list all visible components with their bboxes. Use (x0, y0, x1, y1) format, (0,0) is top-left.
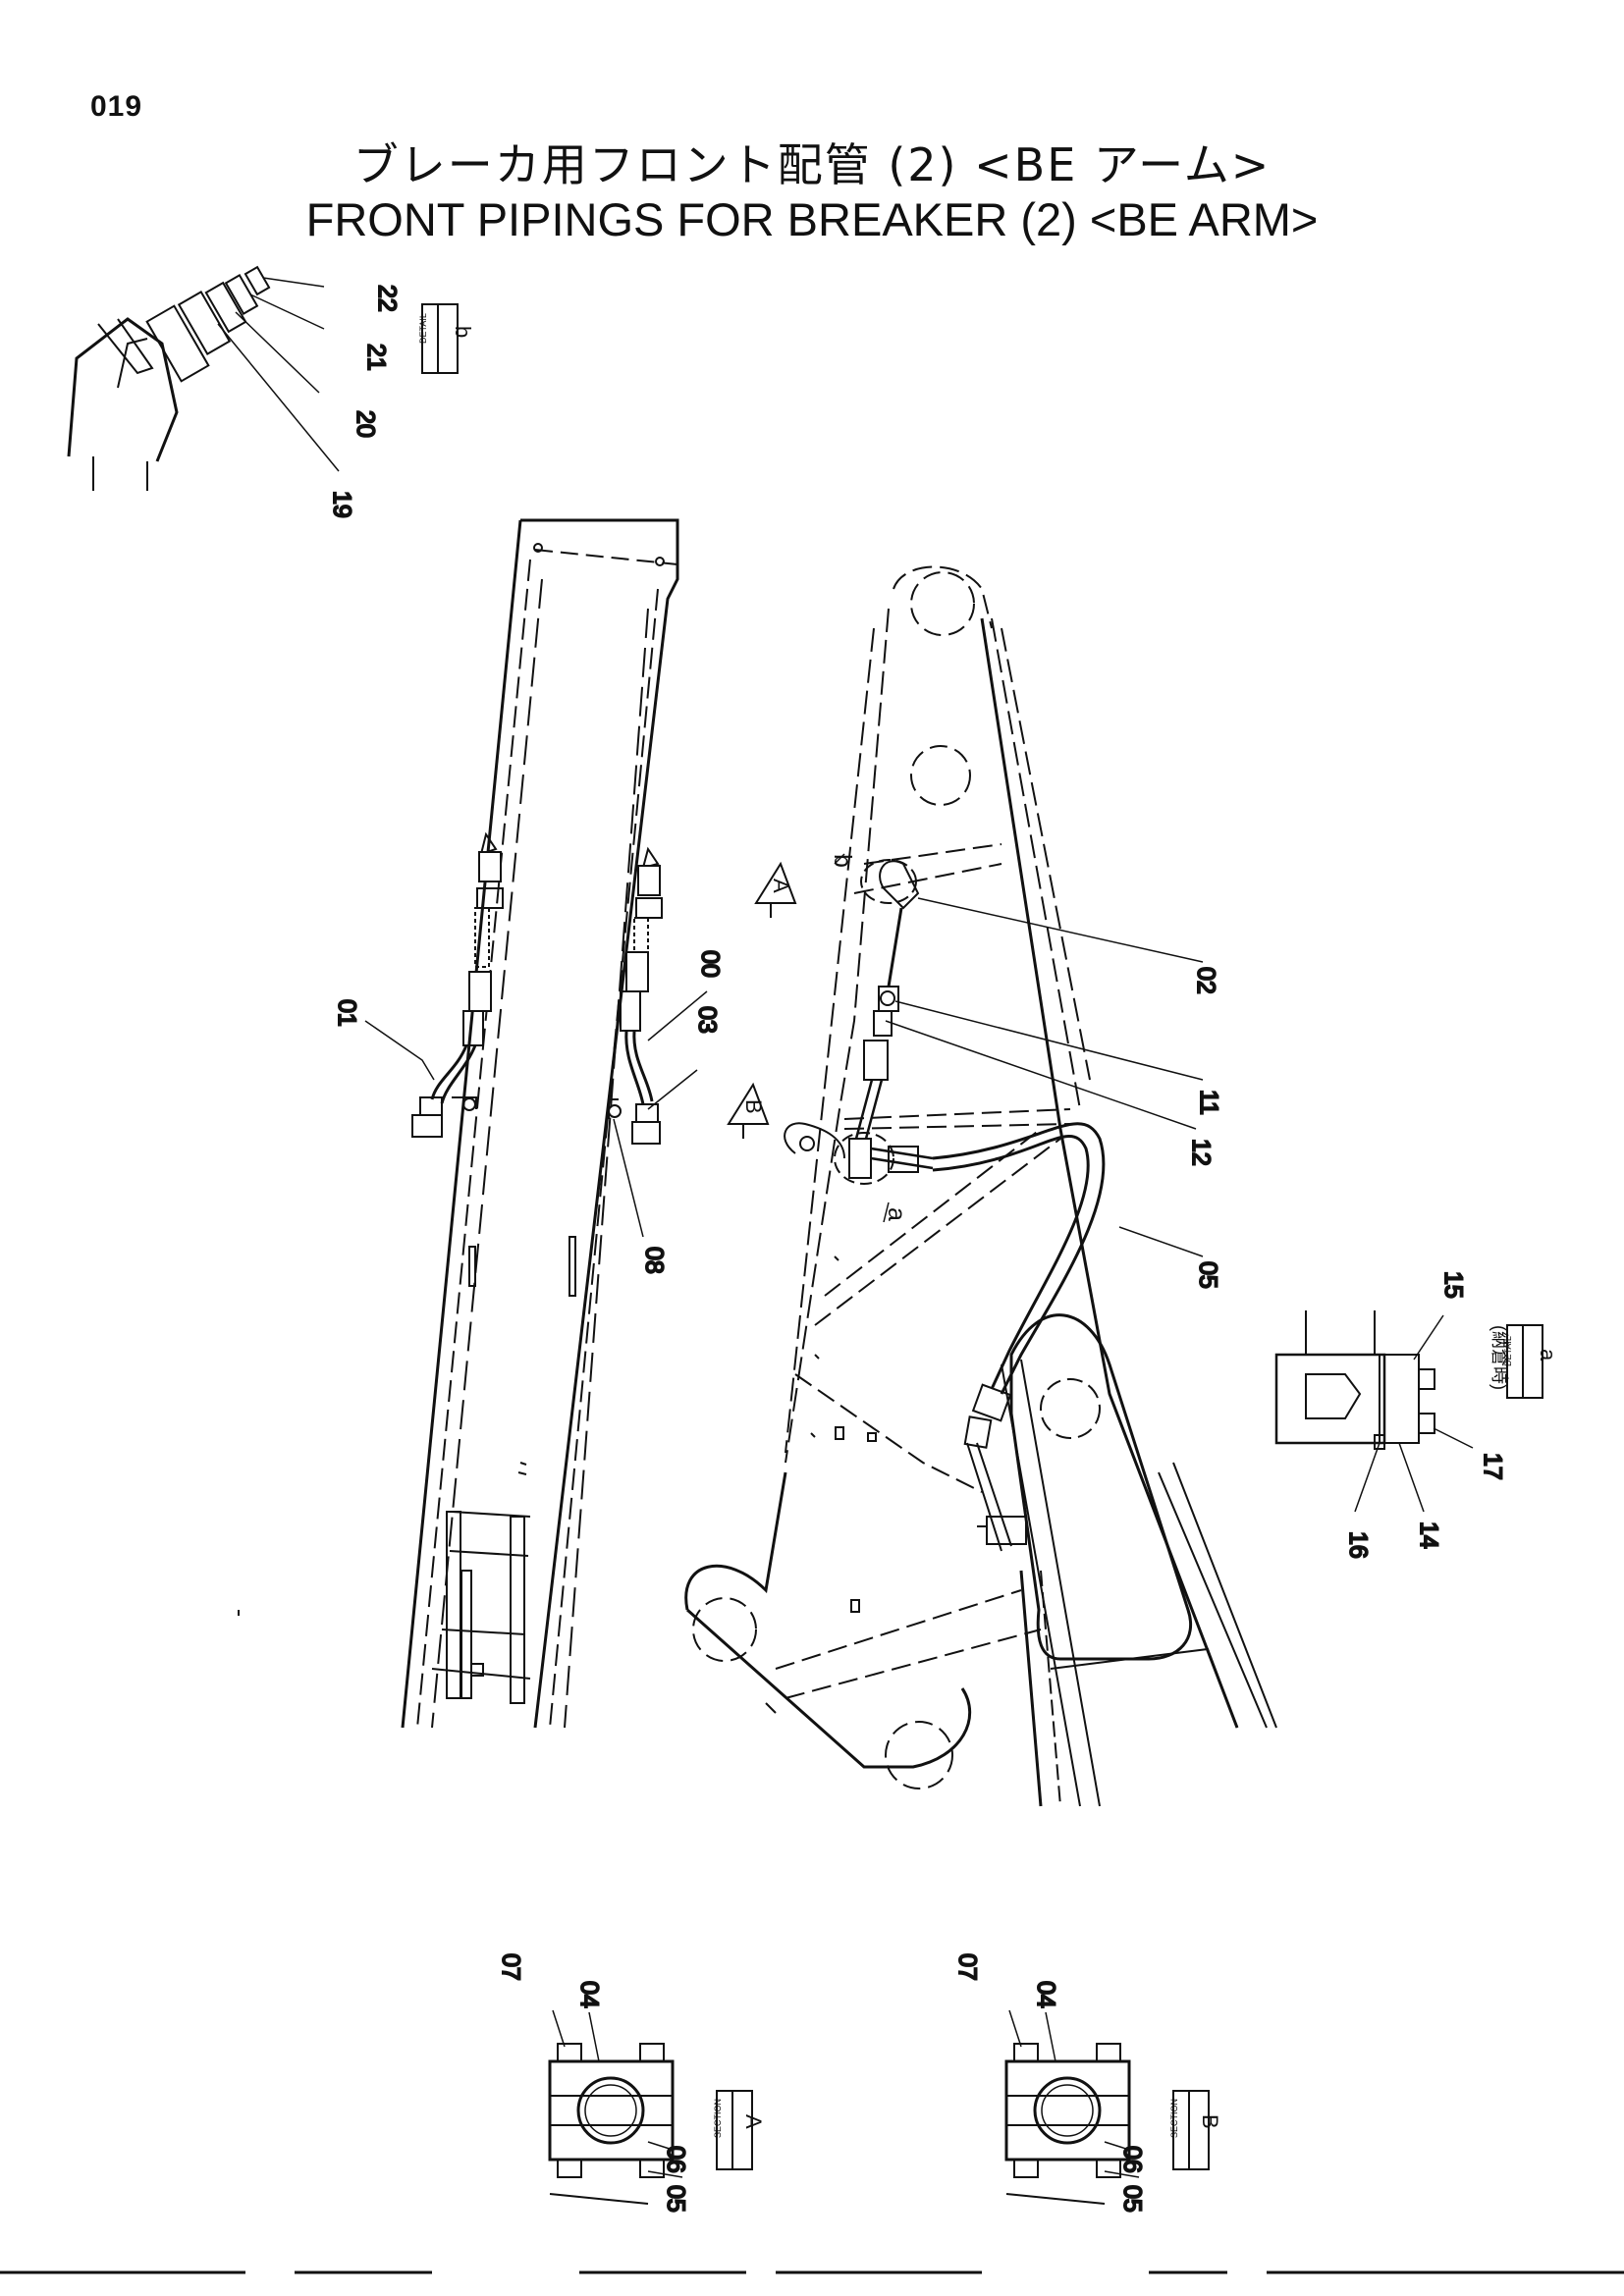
title-japanese: ブレーカ用フロント配管 (2) <BE アーム> (352, 138, 1272, 191)
callout-15: 15 (1439, 1271, 1467, 1299)
section-a-callout-05: 05 (662, 2185, 689, 2213)
detail-b-tag-letter: b (451, 326, 475, 338)
section-a-callout-07: 07 (497, 1953, 524, 1981)
section-b-tag-letter: B (1198, 2114, 1222, 2129)
boom-outline (684, 565, 1277, 1807)
detail-b-tag: DETAIL b (418, 303, 475, 374)
callout-22: 22 (373, 285, 401, 312)
section-b-view (1004, 2043, 1131, 2205)
callout-21: 21 (362, 344, 390, 371)
callout-08: 08 (640, 1247, 668, 1274)
detail-a-tag: DETAIL a (納倉時) (1489, 1324, 1560, 1399)
callout-00: 00 (696, 950, 724, 978)
callout-14: 14 (1415, 1522, 1442, 1549)
callout-12: 12 (1187, 1139, 1215, 1166)
title-english: FRONT PIPINGS FOR BREAKER (2) <BE ARM> (305, 193, 1319, 245)
callout-11: 11 (1195, 1090, 1222, 1115)
arm-outline (401, 518, 679, 1729)
detail-b-callouts: 22 21 20 19 (327, 284, 402, 519)
detail-a-tag-letter: a (1536, 1349, 1560, 1362)
section-a-callout-04: 04 (575, 1981, 603, 2008)
detail-a-tag-note: (納倉時) (1489, 1325, 1509, 1390)
hose-assembly-left (411, 831, 504, 1138)
section-b-tag-kind: SECTION (1169, 2099, 1179, 2138)
section-b-callouts: 07 04 06 05 (952, 1952, 1147, 2214)
section-a-callout-06: 06 (662, 2146, 689, 2173)
bottom-rule (0, 1610, 1624, 2274)
callout-20: 20 (352, 410, 379, 438)
page-title: ブレーカ用フロント配管 (2) <BE アーム> FRONT PIPINGS F… (0, 137, 1624, 247)
callout-16: 16 (1344, 1531, 1372, 1559)
detail-a-callouts: 15 17 14 16 (1343, 1270, 1507, 1560)
section-b-callout-04: 04 (1032, 1981, 1059, 2008)
section-b-callout-05: 05 (1118, 2185, 1146, 2213)
arm-callouts: 01 00 03 08 (332, 949, 725, 1275)
detail-a-view (1274, 1310, 1435, 1450)
hose-assembly-right (608, 846, 663, 1145)
view-marker-b-label: B (741, 1099, 766, 1114)
callout-17: 17 (1479, 1453, 1506, 1480)
section-a-tag-kind: SECTION (713, 2099, 723, 2138)
section-a-tag-letter: A (741, 2114, 766, 2129)
detail-a-tag-kind: DETAIL (1503, 1336, 1513, 1366)
view-marker-a: A (754, 861, 797, 918)
detail-mark-b: b (829, 854, 856, 868)
section-a-view (548, 2043, 675, 2205)
page-number: 019 (90, 90, 143, 123)
section-b-tag: SECTION B (1169, 2090, 1222, 2170)
callout-19: 19 (328, 491, 355, 518)
callout-01: 01 (333, 999, 360, 1027)
callout-05: 05 (1194, 1261, 1221, 1289)
callout-03: 03 (693, 1006, 721, 1034)
detail-mark-a: a (883, 1207, 910, 1221)
boom-callouts: 02 11 12 05 b a (829, 853, 1223, 1290)
detail-b-tag-kind: DETAIL (418, 313, 428, 344)
view-marker-b: B (727, 1082, 770, 1139)
view-marker-a-label: A (769, 879, 793, 893)
boom-hose (834, 859, 1106, 1552)
section-a-callouts: 07 04 06 05 (496, 1952, 690, 2214)
section-a-tag: SECTION A (713, 2090, 766, 2170)
section-b-callout-07: 07 (953, 1953, 981, 1981)
callout-02: 02 (1192, 967, 1219, 994)
section-b-callout-06: 06 (1118, 2146, 1146, 2173)
detail-b-view (67, 265, 340, 491)
